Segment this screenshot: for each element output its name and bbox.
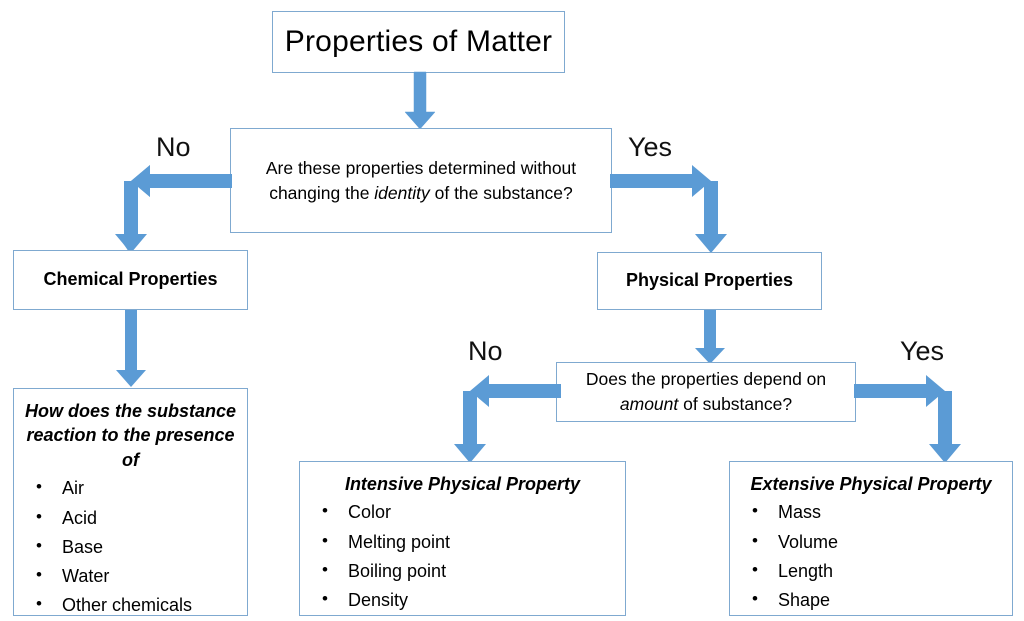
list-heading-text: Extensive Physical Property — [750, 474, 992, 494]
list-item: Water — [14, 561, 247, 591]
decision-question-text: Are these properties determined without … — [231, 156, 611, 206]
list-item: Other chemicals — [14, 590, 247, 620]
node-chemical-properties[interactable]: Chemical Properties — [13, 250, 248, 310]
decision-question-text: Does the properties depend on amount of … — [557, 367, 855, 417]
intensive-list: Color Melting point Boiling point Densit… — [300, 497, 625, 615]
question-emphasis: identity — [374, 182, 430, 203]
arrow-chemical-to-detail — [115, 310, 147, 388]
question-part-2: of the substance? — [429, 182, 573, 203]
extensive-list: Mass Volume Length Shape — [730, 497, 1012, 615]
node-label-text: Physical Properties — [625, 270, 794, 291]
arrow-decision2-yes — [854, 372, 966, 464]
branch-label-no-lower: No — [468, 336, 503, 366]
list-item: Mass — [730, 497, 1012, 527]
node-title-text: Properties of Matter — [284, 25, 553, 59]
list-item: Shape — [730, 585, 1012, 615]
arrow-physical-to-decision2 — [694, 310, 726, 365]
node-extensive-physical-property[interactable]: Extensive Physical Property Mass Volume … — [729, 461, 1013, 616]
branch-label-yes-upper: Yes — [628, 132, 673, 162]
list-item: Base — [14, 532, 247, 562]
node-label-text: Chemical Properties — [43, 269, 218, 290]
node-decision-identity[interactable]: Are these properties determined without … — [230, 128, 612, 233]
list-heading-text: Intensive Physical Property — [344, 474, 581, 494]
node-physical-properties[interactable]: Physical Properties — [597, 252, 822, 310]
list-item: Boiling point — [300, 556, 625, 586]
question-part-1: Are these properties determined without … — [265, 157, 577, 203]
list-item: Density — [300, 585, 625, 615]
node-properties-of-matter[interactable]: Properties of Matter — [272, 11, 565, 73]
arrow-decision1-no — [110, 162, 232, 254]
branch-label-no-upper: No — [156, 132, 191, 162]
arrow-decision1-yes — [610, 162, 732, 254]
node-decision-amount[interactable]: Does the properties depend on amount of … — [556, 362, 856, 422]
list-item: Air — [14, 473, 247, 503]
node-chemical-detail[interactable]: How does the substance reaction to the p… — [13, 388, 248, 618]
arrow-root-to-decision1 — [404, 71, 436, 130]
chemical-detail-list: Air Acid Base Water Other chemicals — [14, 473, 247, 620]
list-item: Volume — [730, 527, 1012, 557]
list-heading-text: How does the substance reaction to the p… — [24, 401, 237, 470]
list-item: Melting point — [300, 527, 625, 557]
question-part-1: Does the properties depend on — [585, 369, 827, 390]
list-item: Length — [730, 556, 1012, 586]
node-intensive-physical-property[interactable]: Intensive Physical Property Color Meltin… — [299, 461, 626, 616]
list-item: Color — [300, 497, 625, 527]
question-emphasis: amount — [619, 394, 679, 414]
branch-label-yes-lower: Yes — [900, 336, 945, 366]
list-item: Acid — [14, 503, 247, 533]
question-part-2: of substance? — [678, 394, 793, 414]
arrow-decision2-no — [449, 372, 561, 464]
